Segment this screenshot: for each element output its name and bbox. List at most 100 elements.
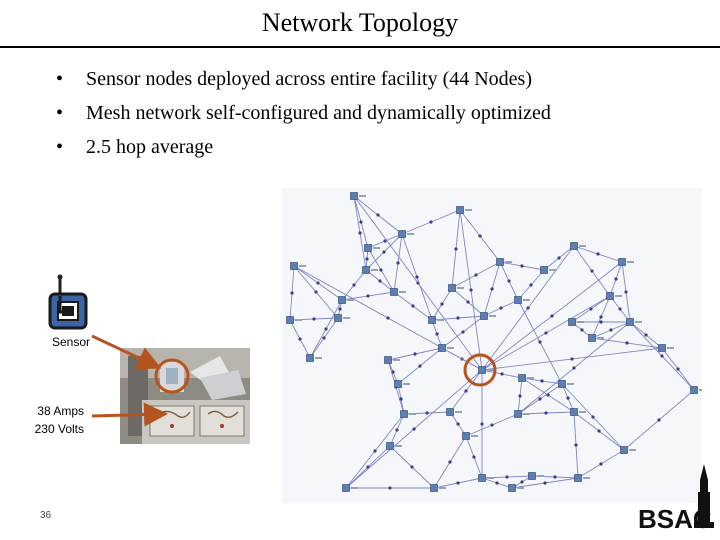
link-direction-marker xyxy=(383,239,387,243)
link-direction-marker xyxy=(411,304,415,308)
link-direction-marker xyxy=(540,379,544,383)
network-node xyxy=(568,318,576,326)
link-direction-marker xyxy=(322,336,326,340)
node-label-mark xyxy=(351,487,358,489)
link-direction-marker xyxy=(386,316,390,320)
network-links xyxy=(289,195,695,490)
network-node xyxy=(588,334,596,342)
link-direction-marker xyxy=(538,397,542,401)
node-label-mark xyxy=(505,261,512,263)
slide-number: 36 xyxy=(40,510,52,521)
bullet-text: Sensor nodes deployed across entire faci… xyxy=(86,68,532,90)
link-direction-marker xyxy=(609,328,613,332)
network-node xyxy=(570,408,578,416)
link-direction-marker xyxy=(366,294,370,298)
title-rule xyxy=(0,46,720,48)
node-label-mark xyxy=(299,265,306,267)
link-direction-marker xyxy=(290,291,294,295)
network-node xyxy=(478,366,486,374)
node-label-mark xyxy=(523,413,530,415)
node-label-mark xyxy=(567,383,574,385)
link-direction-marker xyxy=(572,366,576,370)
node-label-mark xyxy=(371,269,378,271)
link-direction-marker xyxy=(379,268,383,272)
network-node xyxy=(626,318,634,326)
link-direction-marker xyxy=(529,283,533,287)
node-label-mark xyxy=(395,445,402,447)
link-direction-marker xyxy=(440,302,444,306)
node-label-mark xyxy=(583,477,590,479)
node-label-mark xyxy=(487,477,494,479)
node-label-mark xyxy=(579,411,586,413)
network-node xyxy=(540,266,548,274)
node-label-mark xyxy=(295,319,302,321)
node-label-mark xyxy=(465,209,472,211)
link-direction-marker xyxy=(520,264,524,268)
link-direction-marker xyxy=(480,422,484,426)
link-direction-marker xyxy=(599,462,603,466)
link-direction-marker xyxy=(507,279,511,283)
link-direction-marker xyxy=(456,422,460,426)
network-node xyxy=(518,374,526,382)
link-direction-marker xyxy=(499,306,503,310)
link-direction-marker xyxy=(298,337,302,341)
network-node xyxy=(286,316,294,324)
link-direction-marker xyxy=(550,314,554,318)
network-node xyxy=(350,192,358,200)
link-direction-marker xyxy=(596,252,600,256)
link-direction-marker xyxy=(597,429,601,433)
node-label-mark xyxy=(579,245,586,247)
network-node xyxy=(400,410,408,418)
bullet-text: 2.5 hop average xyxy=(86,136,214,158)
link-direction-marker xyxy=(365,257,369,261)
link-direction-marker xyxy=(490,287,494,291)
node-label-mark xyxy=(403,383,410,385)
link-direction-marker xyxy=(544,411,548,415)
link-direction-marker xyxy=(324,327,328,331)
link-direction-marker xyxy=(657,418,661,422)
link-direction-marker xyxy=(425,411,429,415)
node-label-mark xyxy=(577,321,584,323)
network-nodes xyxy=(286,192,702,492)
node-label-mark xyxy=(699,389,702,391)
network-node xyxy=(428,316,436,324)
link-direction-marker xyxy=(518,394,522,398)
network-node xyxy=(290,262,298,270)
link-direction-marker xyxy=(589,307,593,311)
amps-label: 38 Amps xyxy=(37,404,84,418)
link-direction-marker xyxy=(478,234,482,238)
link-direction-marker xyxy=(358,231,362,235)
node-label-mark xyxy=(489,315,496,317)
link-direction-marker xyxy=(312,317,316,321)
link-direction-marker xyxy=(543,481,547,485)
bullet-item: •Sensor nodes deployed across entire fac… xyxy=(56,68,532,90)
link-direction-marker xyxy=(461,330,465,334)
node-label-mark xyxy=(629,449,636,451)
network-node xyxy=(390,288,398,296)
link-direction-marker xyxy=(472,455,476,459)
link-direction-marker xyxy=(526,306,530,310)
node-label-mark xyxy=(359,195,366,197)
link-direction-marker xyxy=(599,315,603,319)
link-direction-marker xyxy=(399,397,403,401)
link-direction-marker xyxy=(490,423,494,427)
network-node xyxy=(334,314,342,322)
bullet-list: •Sensor nodes deployed across entire fac… xyxy=(56,62,551,164)
network-node xyxy=(690,386,698,394)
node-label-mark xyxy=(487,369,494,371)
sensor-label: Sensor xyxy=(51,335,90,349)
link-direction-marker xyxy=(644,333,648,337)
node-label-mark xyxy=(549,269,556,271)
link-direction-marker xyxy=(495,481,499,485)
network-node xyxy=(338,296,346,304)
link-direction-marker xyxy=(546,393,550,397)
network-node xyxy=(618,258,626,266)
network-node xyxy=(446,408,454,416)
bsac-logo: BSAC xyxy=(638,464,714,534)
bullet-text: Mesh network self-configured and dynamic… xyxy=(86,102,551,124)
network-node xyxy=(478,474,486,482)
network-node xyxy=(514,410,522,418)
network-node xyxy=(386,442,394,450)
network-node xyxy=(574,474,582,482)
network-node xyxy=(514,296,522,304)
